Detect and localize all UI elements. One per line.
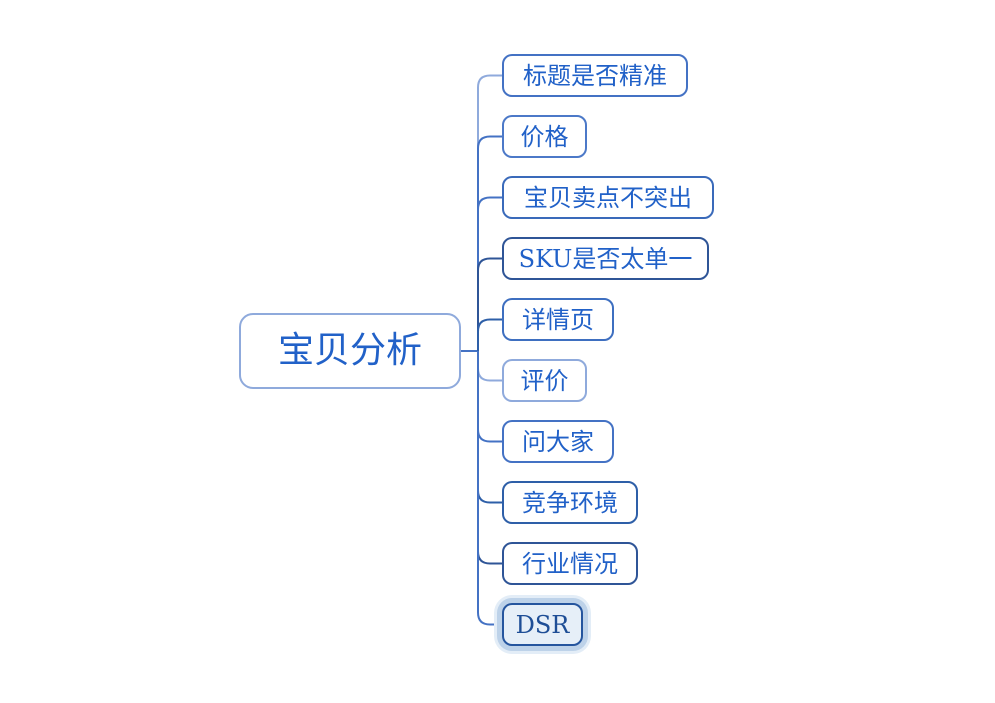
connector-line — [477, 257, 502, 351]
mindmap-node-3[interactable]: 宝贝卖点不突出 — [502, 176, 714, 219]
node-label: 价格 — [520, 122, 569, 151]
mindmap-node-1[interactable]: 标题是否精准 — [502, 54, 688, 97]
mindmap-node-7[interactable]: 问大家 — [502, 420, 614, 463]
mindmap-node-10[interactable]: DSR — [502, 603, 583, 646]
connector-line — [477, 351, 502, 504]
node-label: DSR — [515, 610, 570, 639]
mindmap-node-4[interactable]: SKU是否太单一 — [502, 237, 709, 280]
node-label: SKU是否太单一 — [518, 244, 693, 273]
connector-line — [477, 351, 502, 443]
mindmap-node-6[interactable]: 评价 — [502, 359, 587, 402]
mindmap-node-5[interactable]: 详情页 — [502, 298, 614, 341]
connector-line — [477, 74, 502, 351]
connector-line — [477, 135, 502, 351]
node-label: 行业情况 — [522, 549, 618, 578]
mindmap-node-2[interactable]: 价格 — [502, 115, 587, 158]
node-label: 竞争环境 — [522, 488, 618, 517]
mindmap-node-8[interactable]: 竞争环境 — [502, 481, 638, 524]
node-label: 宝贝分析 — [277, 330, 422, 371]
connector-line — [477, 351, 502, 565]
connector-line — [477, 196, 502, 351]
node-label: 详情页 — [522, 305, 594, 334]
node-label: 宝贝卖点不突出 — [524, 183, 692, 212]
node-label: 评价 — [520, 366, 569, 395]
connector-line — [477, 351, 502, 382]
connector-line — [477, 318, 502, 351]
node-label: 标题是否精准 — [523, 61, 667, 90]
connector-line — [477, 351, 502, 626]
mindmap-root-node[interactable]: 宝贝分析 — [239, 313, 461, 389]
node-label: 问大家 — [522, 427, 594, 456]
mindmap-node-9[interactable]: 行业情况 — [502, 542, 638, 585]
